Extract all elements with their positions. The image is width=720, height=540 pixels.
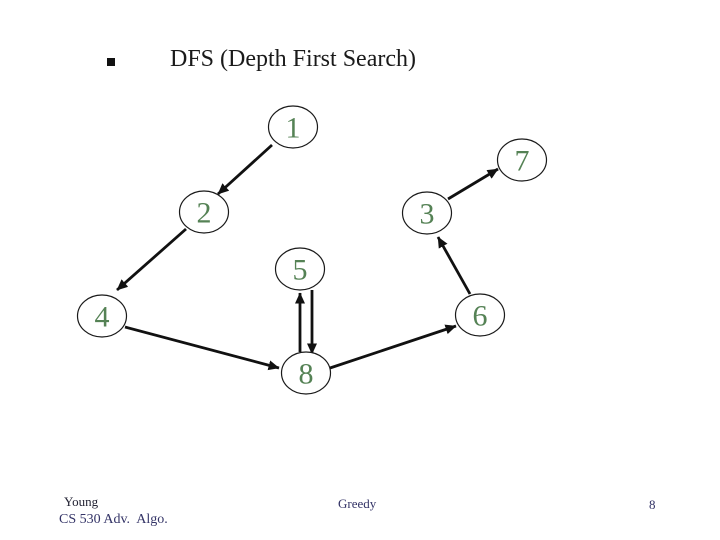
graph-node-circle	[454, 293, 506, 337]
graph-edges	[116, 143, 499, 371]
graph-node-label: 1	[286, 112, 301, 145]
graph-node-7: 7	[496, 138, 548, 182]
graph-node-6: 6	[454, 293, 506, 337]
footer-author: Young	[64, 494, 99, 509]
graph-edge-8-6	[329, 324, 457, 370]
graph-node-1: 1	[267, 105, 319, 149]
graph-node-label: 2	[197, 197, 212, 230]
graph-node-circle	[76, 294, 128, 338]
graph-nodes: 1 2 3 4 5 6 7 8	[76, 105, 548, 395]
footer-page-number: 8	[649, 497, 656, 512]
graph-node-3: 3	[401, 191, 453, 235]
graph-node-label: 4	[95, 301, 110, 334]
graph-node-label: 8	[299, 358, 314, 391]
graph-edge-4-8	[124, 325, 280, 371]
footer-course: CS 530 Adv. Algo.	[59, 512, 168, 527]
square-bullet-icon	[107, 58, 115, 66]
graph-edge-3-7	[447, 167, 499, 201]
graph-node-4: 4	[76, 294, 128, 338]
footer-section: Greedy	[338, 496, 377, 511]
graph-node-circle	[274, 247, 326, 291]
graph-node-2: 2	[178, 190, 230, 234]
graph-node-circle	[401, 191, 453, 235]
graph-node-circle	[267, 105, 319, 149]
graph-node-label: 6	[473, 300, 488, 333]
graph-edge-1-2	[217, 143, 273, 196]
graph-edge-6-3	[436, 236, 472, 295]
slide-title: DFS (Depth First Search)	[170, 46, 416, 72]
graph-node-5: 5	[274, 247, 326, 291]
graph-node-label: 7	[515, 145, 530, 178]
graph-edge-2-4	[116, 227, 187, 292]
graph-node-8: 8	[280, 351, 332, 395]
graph-node-circle	[178, 190, 230, 234]
graph-node-label: 3	[420, 198, 435, 231]
graph-node-label: 5	[293, 254, 308, 287]
graph-node-circle	[496, 138, 548, 182]
graph-node-circle	[280, 351, 332, 395]
